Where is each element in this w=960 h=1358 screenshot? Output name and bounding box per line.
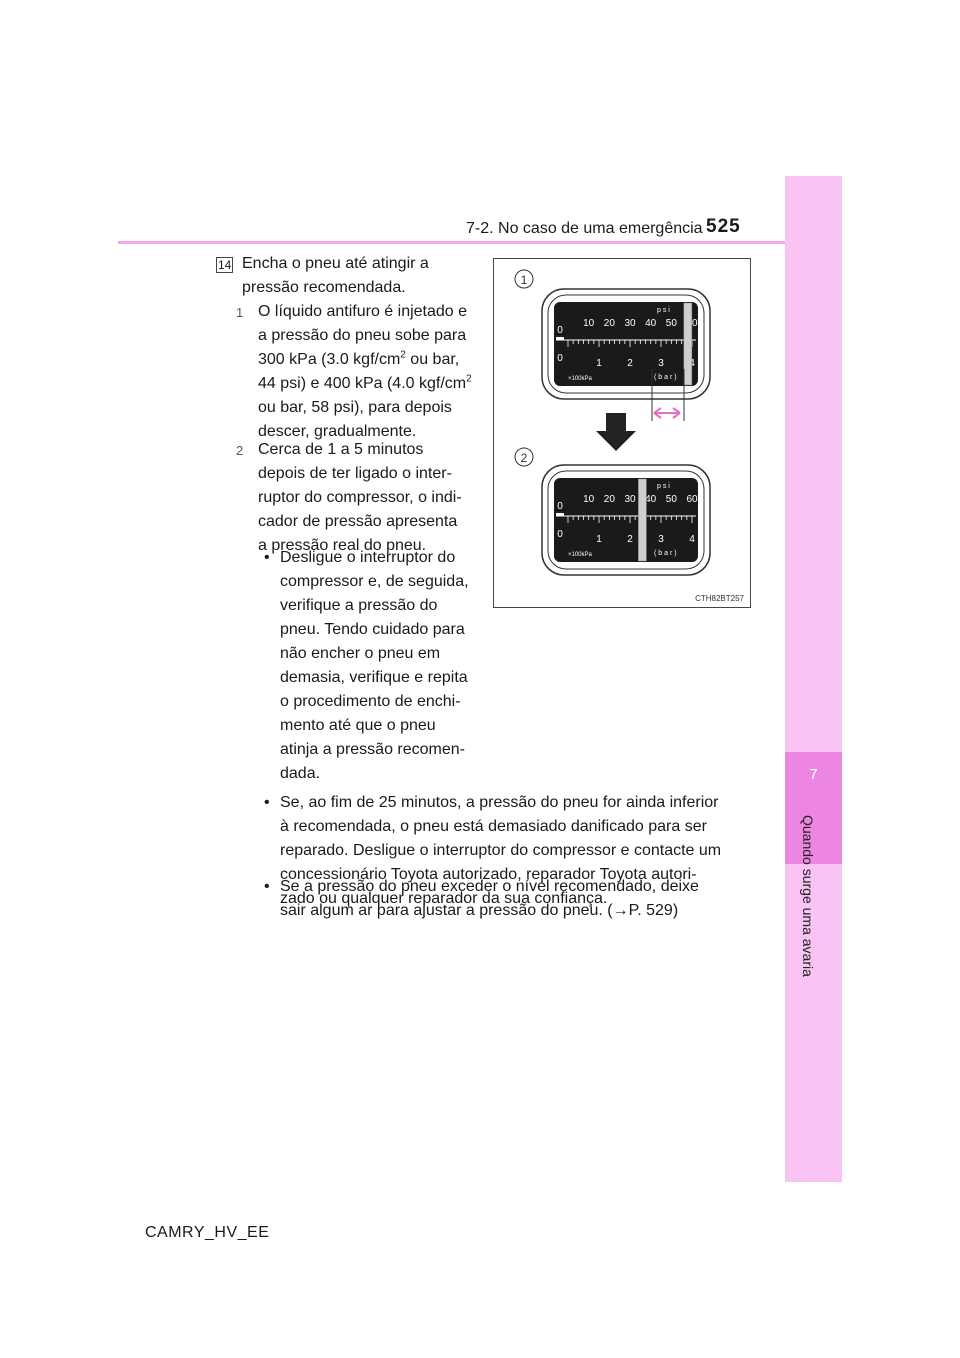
bar-tick-label: 1 [596, 534, 602, 545]
callout-label: 1 [521, 273, 528, 287]
item-2-line: Cerca de 1 a 5 minutos [258, 441, 424, 458]
bullet-1-line: atinja a pressão recomen- [280, 741, 465, 758]
bullet-2-line: reparado. Desligue o interruptor do comp… [280, 842, 722, 859]
bullet-1-line: Desligue o interruptor do [280, 549, 456, 566]
pressure-needle [638, 478, 647, 562]
item-2-text: Cerca de 1 a 5 minutos depois de ter lig… [258, 438, 478, 558]
page-reference-link[interactable]: P. 529) [628, 902, 679, 919]
bar-tick-label: 2 [627, 358, 633, 369]
bullet-1-line: mento até que o pneu [280, 717, 436, 734]
item-2-line: depois de ter ligado o inter- [258, 465, 452, 482]
psi-tick-label: 0 [557, 325, 563, 336]
bullet-1-text: Desligue o interruptor do compressor e, … [280, 546, 478, 786]
down-arrow-icon [596, 413, 636, 451]
bar-unit-label: ( b a r ) [654, 374, 677, 381]
bar-tick-label: 0 [557, 353, 563, 364]
psi-tick-label: 30 [624, 494, 636, 505]
bullet-2-line: Se, ao fim de 25 minutos, a pressão do p… [280, 794, 719, 811]
item-2-line: cador de pressão apresenta [258, 513, 458, 530]
psi-tick-label: 0 [557, 501, 563, 512]
bullet-1-line: dada. [280, 765, 321, 782]
psi-tick-label: 50 [666, 318, 678, 329]
pressure-gauge-after: p s i 0 10 20 30 40 50 60 0 1 2 3 4 ×100kPa ( b a r ) [541, 464, 711, 576]
psi-tick-label: 50 [666, 494, 678, 505]
bullet-1-line: pneu. Tendo cuidado para [280, 621, 465, 638]
bullet-1-line: verifique a pressão do [280, 597, 438, 614]
callout-label: 2 [521, 451, 528, 465]
bar-tick-label: 0 [557, 529, 563, 540]
step-badge: 14 [216, 257, 234, 273]
item-1-text: O líquido antifuro é injetado e a pressã… [258, 300, 478, 444]
step-intro-line: pressão recomendada. [242, 279, 406, 296]
psi-tick-label: 10 [583, 318, 595, 329]
psi-tick-label: 60 [686, 494, 698, 505]
psi-unit-label: p s i [657, 483, 670, 490]
chapter-number: 7 [809, 766, 818, 783]
bar-unit-label: ( b a r ) [654, 550, 677, 557]
step-intro: Encha o pneu até atingir a pressão recom… [242, 252, 478, 300]
item-1-line: 300 kPa (3.0 kgf/cm2 ou bar, [258, 349, 460, 368]
page-ref-arrow-icon: → [612, 902, 629, 919]
item-1-line: a pressão do pneu sobe para [258, 327, 467, 344]
bar-tick-label: 3 [658, 534, 664, 545]
model-code: CAMRY_HV_EE [145, 1224, 270, 1241]
bar-tick-label: 2 [627, 534, 633, 545]
item-2-line: a pressão real do pneu. [258, 537, 427, 554]
scale-marker [556, 513, 564, 516]
psi-unit-label: p s i [657, 307, 670, 314]
bullet-2-line: zado ou qualquer reparador da sua confia… [280, 890, 608, 907]
pressure-needle [683, 302, 693, 386]
bar-tick-label: 4 [689, 534, 695, 545]
bullet-1-marker: • [264, 549, 270, 566]
bar-tick-label: 4 [689, 358, 695, 369]
psi-tick-label: 60 [686, 318, 698, 329]
callout-circle [514, 447, 534, 467]
bullet-3-marker: • [264, 878, 270, 895]
header-rule [118, 241, 842, 244]
bullet-3-line: sair algum ar para ajustar a pressão do … [280, 902, 679, 919]
side-tab-strip [785, 176, 842, 1182]
item-1-number: 1 [236, 305, 244, 320]
bullet-2-line: à recomendada, o pneu está demasiado dan… [280, 818, 707, 835]
section-title: 7-2. No caso de uma emergência [466, 220, 703, 237]
chapter-title: Quando surge uma avaria [800, 815, 816, 977]
psi-tick-label: 20 [604, 494, 616, 505]
item-1-line: ou bar, 58 psi), para depois [258, 399, 452, 416]
bullet-3-line: Se a pressão do pneu exceder o nível rec… [280, 878, 699, 895]
step-intro-line: Encha o pneu até atingir a [242, 255, 429, 272]
item-1-line: O líquido antifuro é injetado e [258, 303, 468, 320]
pressure-gauge-before: p s i 0 10 20 30 40 50 60 0 1 2 3 4 ×100kPa ( b a r ) [541, 288, 711, 400]
psi-tick-label: 30 [624, 318, 636, 329]
bullet-1-line: o procedimento de enchi- [280, 693, 461, 710]
psi-tick-label: 40 [645, 494, 657, 505]
bullet-1-line: demasia, verifique e repita [280, 669, 468, 686]
bullet-3-text: Se a pressão do pneu exceder o nível rec… [280, 875, 744, 923]
chapter-tab [785, 752, 842, 864]
bar-tick-label: 3 [658, 358, 664, 369]
page-number: 525 [706, 216, 741, 237]
bullet-2-text: Se, ao fim de 25 minutos, a pressão do p… [280, 791, 744, 911]
bullet-1-line: compressor e, de seguida, [280, 573, 469, 590]
item-1-line: descer, gradualmente. [258, 423, 417, 440]
item-2-line: ruptor do compressor, o indi- [258, 489, 462, 506]
bullet-2-line: concessionário Toyota autorizado, repara… [280, 866, 697, 883]
figure-code: CTH82BT257 [695, 594, 744, 603]
psi-tick-label: 10 [583, 494, 595, 505]
bullet-2-marker: • [264, 794, 270, 811]
psi-tick-label: 40 [645, 318, 657, 329]
scale-marker [556, 337, 564, 340]
psi-tick-label: 20 [604, 318, 616, 329]
kpa-unit-label: ×100kPa [568, 552, 593, 558]
item-1-line: 44 psi) e 400 kPa (4.0 kgf/cm2 [258, 373, 472, 392]
bar-tick-label: 1 [596, 358, 602, 369]
item-2-number: 2 [236, 443, 244, 458]
callout-circle [514, 269, 534, 289]
pressure-change-arrow [651, 369, 685, 421]
bullet-1-line: não encher o pneu em [280, 645, 441, 662]
kpa-unit-label: ×100kPa [568, 376, 593, 382]
